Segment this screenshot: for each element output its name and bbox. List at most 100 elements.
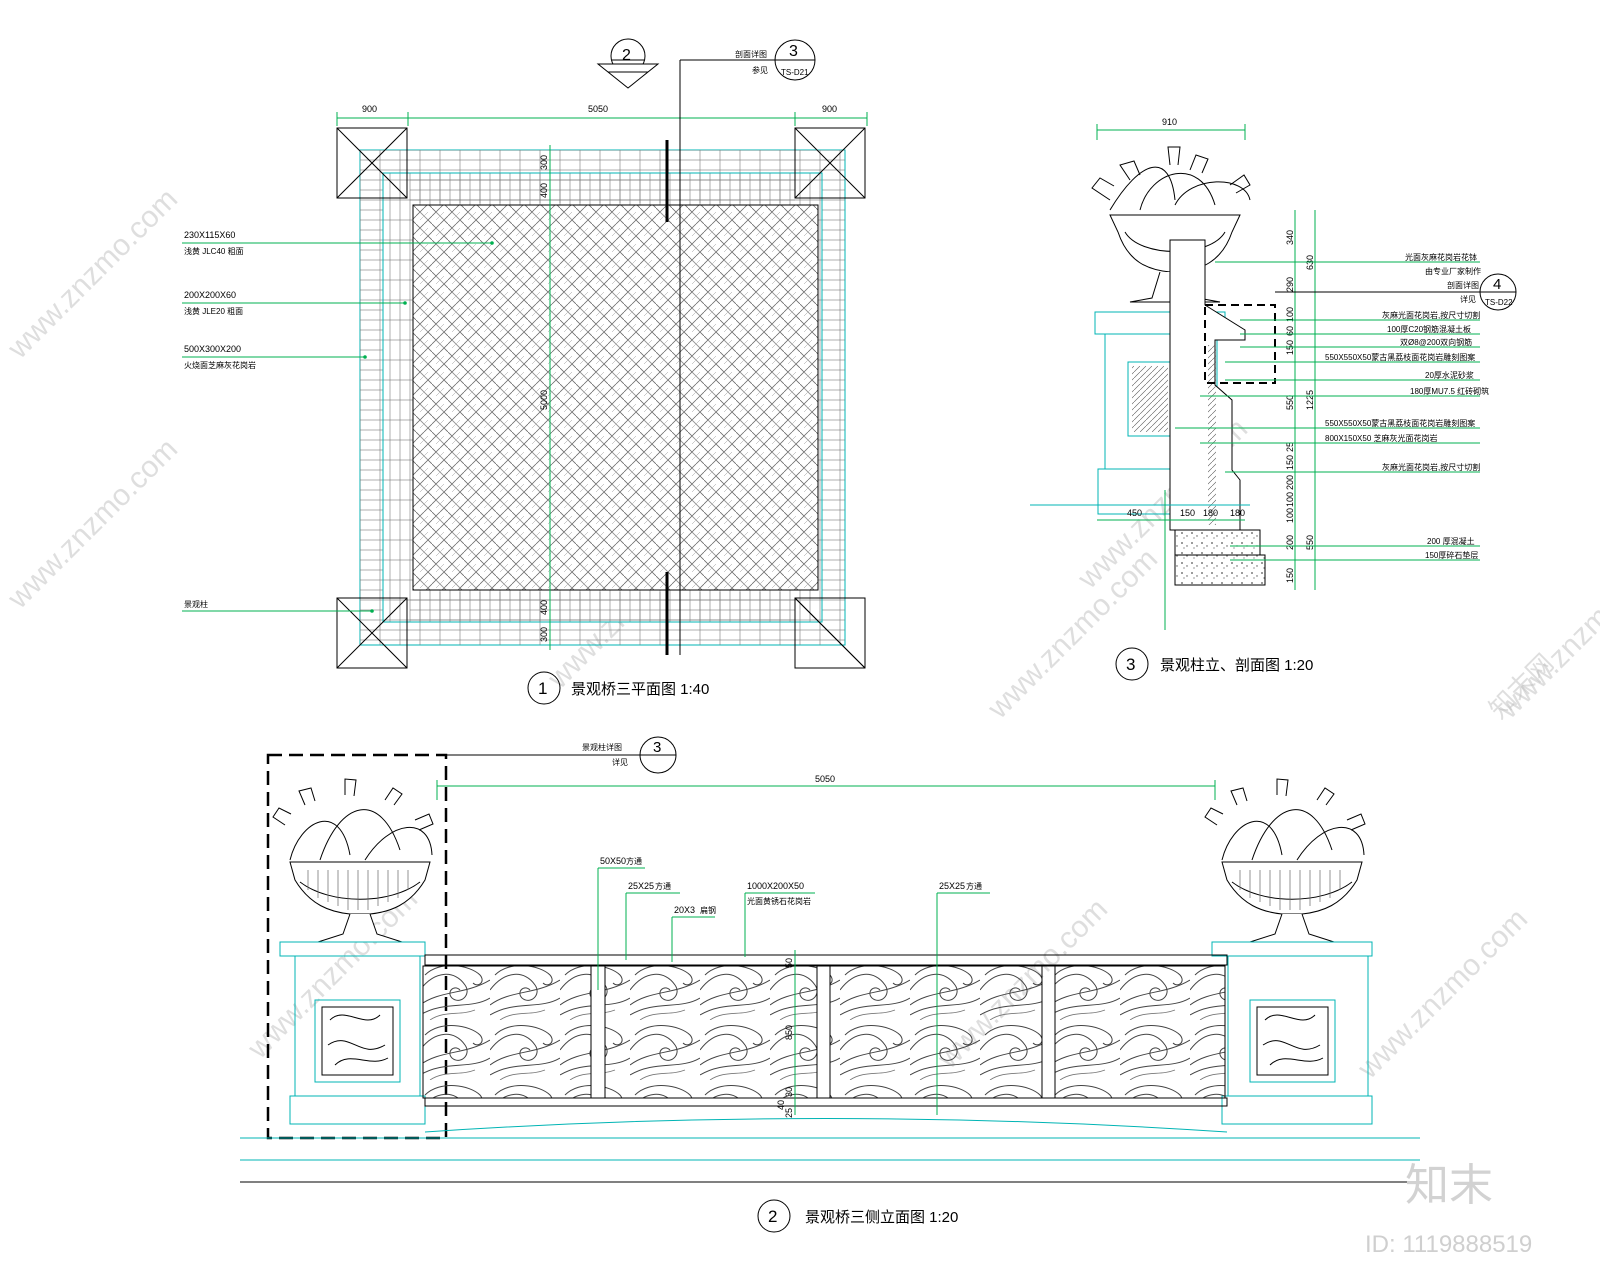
column-title: 景观柱立、剖面图 1:20 — [1160, 657, 1313, 674]
callout-see: 详见 — [612, 757, 628, 767]
detail-ref-ts-d21: 3 TS-D21 剖面详图 参见 — [735, 39, 816, 81]
elev-label-desc: 扁钢 — [700, 905, 716, 915]
column-note: 详见 — [1460, 294, 1476, 304]
plan-leader-3: 500X300X200 火烧面芝麻灰花岗岩 — [182, 344, 367, 370]
plan-leader-1: 230X115X60 浅黄 JLC40 粗面 — [182, 230, 494, 256]
elev-label-desc: 方通 — [626, 856, 642, 866]
detail-ref-number: 4 — [1493, 276, 1501, 293]
elevation-view: 5050 3 景观柱详图 详见 — [240, 736, 1420, 1233]
elev-label-desc: 方通 — [966, 881, 982, 891]
col-dim-550: 550 — [1285, 395, 1295, 410]
column-note: 灰麻光面花岗岩,按尺寸切割 — [1382, 462, 1480, 472]
col-dim-180b: 180 — [1230, 508, 1245, 518]
col-dim-200a: 200 — [1285, 475, 1295, 490]
col-dim-150: 150 — [1180, 508, 1195, 518]
plan-label-desc: 火烧面芝麻灰花岗岩 — [184, 360, 256, 370]
elev-dim-30: 30 — [784, 1087, 794, 1097]
elev-label-spec: 25X25 — [939, 881, 965, 891]
plan-title: 景观桥三平面图 1:40 — [571, 681, 709, 698]
column-note: 550X550X50蒙古黑荔枝面花岗岩雕刻图案 — [1325, 352, 1475, 362]
dim-bot-400: 400 — [539, 600, 549, 615]
plan-label-spec: 230X115X60 — [184, 230, 235, 240]
col-dim-25: 25 — [1285, 442, 1295, 452]
dim-bot-300: 300 — [539, 627, 549, 642]
elev-dim-850: 850 — [784, 1025, 794, 1040]
plan-view: 900 5050 900 — [182, 38, 868, 705]
col-dim-340: 340 — [1285, 230, 1295, 245]
column-note: 180厚MU7.5 红砖砌筑 — [1410, 386, 1489, 396]
col-dim-200b: 200 — [1285, 535, 1295, 550]
elev-label-spec: 20X3 — [674, 905, 695, 915]
dim-top-400: 400 — [539, 183, 549, 198]
column-note: 800X150X50 芝麻灰光面花岗岩 — [1325, 433, 1438, 443]
dim-right: 900 — [822, 104, 837, 114]
detail-ref-number: 3 — [789, 43, 798, 60]
elevation-title-number: 2 — [768, 1207, 777, 1226]
brand-id: ID: 1119888519 — [1365, 1231, 1532, 1258]
col-dim-60: 60 — [1285, 326, 1295, 336]
plan-label-desc: 景观柱 — [184, 599, 208, 609]
plan-title-number: 1 — [538, 679, 547, 698]
callout-number: 3 — [653, 739, 661, 756]
plan-column-bl — [336, 597, 408, 669]
plan-column-br — [794, 597, 866, 669]
dim-top-300: 300 — [539, 155, 549, 170]
elev-dim-25: 25 — [784, 1108, 794, 1118]
column-note: 由专业厂家制作 — [1425, 266, 1481, 276]
section-marker-number: 2 — [622, 47, 631, 64]
plan-leader-2: 200X200X60 浅黄 JLE20 粗面 — [182, 290, 407, 316]
callout-label: 景观柱详图 — [582, 742, 622, 752]
plan-leader-4: 景观柱 — [182, 599, 374, 613]
col-dim-550b: 550 — [1305, 535, 1315, 550]
watermark-text: www.znzmo.com — [1, 432, 184, 615]
dim-length: 5000 — [539, 390, 549, 410]
elevation-leaders: 50X50 方通 25X25 方通 20X3 扁钢 1000X200X50 光面… — [597, 856, 990, 1115]
elev-label-desc: 光面黄锈石花岗岩 — [747, 896, 811, 906]
column-note: 550X550X50蒙古黑荔枝面花岗岩雕刻图案 — [1325, 418, 1475, 428]
watermark-text: www.znzmo.com — [1351, 902, 1534, 1085]
col-dim-100: 100 — [1285, 307, 1295, 322]
plan-label-spec: 200X200X60 — [184, 290, 236, 300]
detail-see: 参见 — [752, 65, 768, 75]
dim-left: 900 — [362, 104, 377, 114]
column-section-view: 910 340 630 290 100 60 150 550 — [1030, 117, 1517, 681]
dim-mid: 5050 — [588, 104, 608, 114]
column-note: 100厚C20钢筋混凝土板 — [1387, 324, 1471, 334]
column-notes: 光面灰麻花岗岩花钵 由专业厂家制作 剖面详图 详见 灰麻光面花岗岩,按尺寸切割 … — [1175, 252, 1489, 561]
col-dim-1225: 1225 — [1305, 390, 1315, 410]
col-dim-180a: 180 — [1203, 508, 1218, 518]
col-dim-450: 450 — [1127, 508, 1142, 518]
elev-dim-40: 40 — [776, 1100, 786, 1110]
col-dim-290: 290 — [1285, 277, 1295, 292]
col-dim-width: 910 — [1162, 117, 1177, 127]
elevation-title: 景观桥三侧立面图 1:20 — [805, 1209, 958, 1226]
column-note: 剖面详图 — [1447, 280, 1479, 290]
column-note: 灰麻光面花岗岩,按尺寸切割 — [1382, 310, 1480, 320]
col-dim-150b: 150 — [1285, 455, 1295, 470]
elevation-callout: 3 景观柱详图 详见 — [445, 736, 677, 774]
elev-span: 5050 — [815, 774, 835, 784]
column-title-number: 3 — [1126, 655, 1135, 674]
plan-label-spec: 500X300X200 — [184, 344, 241, 354]
col-dim-100b: 100 — [1285, 492, 1295, 507]
watermark-text: www.znzmo.com — [1, 182, 184, 365]
detail-ref-sheet: TS-D21 — [781, 68, 809, 77]
elevation-column-left — [272, 778, 434, 1125]
elevation-column-right — [1204, 778, 1373, 1125]
section-marker-2: 2 — [596, 38, 660, 89]
column-note: 200 厚混凝土 — [1427, 536, 1475, 546]
elev-label-desc: 方通 — [655, 881, 671, 891]
elev-label-spec: 25X25 — [628, 881, 654, 891]
column-note: 20厚水泥砂浆 — [1425, 370, 1474, 380]
detail-ref-ts-d22: 4 TS-D22 — [1275, 273, 1517, 311]
elev-label-spec: 50X50 — [600, 856, 626, 866]
column-note: 双Ø8@200双向钢筋 — [1400, 337, 1472, 347]
plan-column-tl — [336, 127, 408, 199]
plan-column-tr — [794, 127, 866, 199]
elev-label-spec: 1000X200X50 — [747, 881, 804, 891]
elev-dim-50: 50 — [784, 958, 794, 968]
detail-ref-sheet: TS-D22 — [1485, 298, 1513, 307]
column-note: 150厚碎石垫层 — [1425, 550, 1478, 560]
column-note: 光面灰麻花岗岩花钵 — [1405, 252, 1477, 262]
